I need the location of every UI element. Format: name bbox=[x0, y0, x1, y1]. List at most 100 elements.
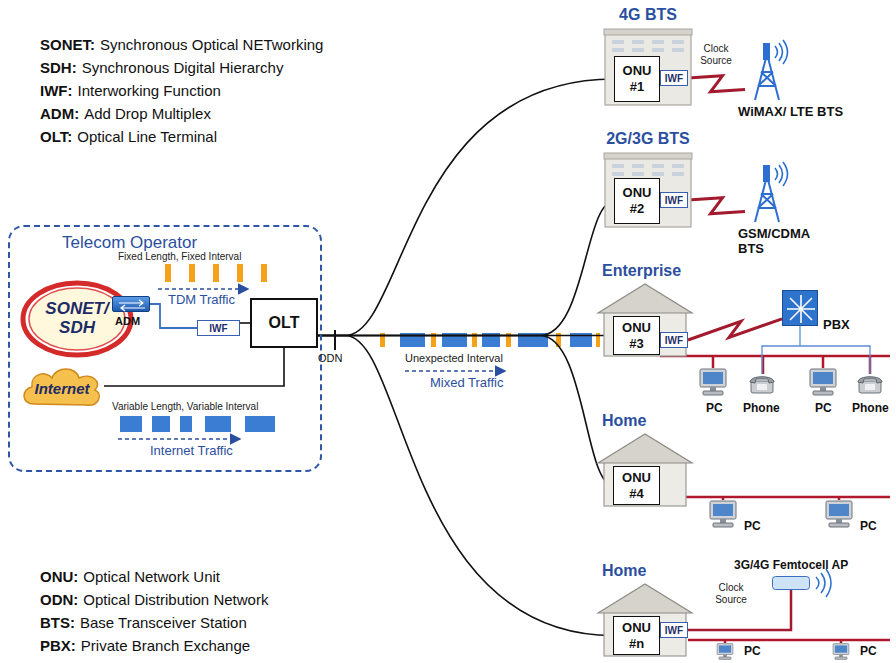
tdm-pulses bbox=[165, 264, 171, 282]
abbreviation-term: SONET: bbox=[40, 36, 95, 53]
internet-cloud: Internet bbox=[20, 364, 104, 408]
internet-packets bbox=[205, 416, 231, 432]
abbreviation-meaning: Private Branch Exchange bbox=[81, 637, 250, 654]
internet-packets bbox=[152, 416, 170, 432]
shape-part bbox=[773, 577, 810, 590]
node-text: IWF bbox=[665, 195, 683, 206]
abbreviation-term: ADM: bbox=[40, 105, 79, 122]
antenna-label: WiMAX/ LTE BTS bbox=[738, 105, 868, 120]
shape-part bbox=[672, 40, 684, 44]
iwf-box: IWF bbox=[660, 192, 688, 208]
bts-antenna: GSM/CDMA BTS bbox=[745, 162, 791, 224]
abbreviation-row: SONET: Synchronous Optical NETworking bbox=[40, 36, 323, 53]
abbreviation-term: BTS: bbox=[40, 614, 75, 631]
node-text: SONET/ SDH bbox=[40, 300, 114, 337]
node-text: ONU #n bbox=[619, 620, 655, 651]
annotation: Fixed Length, Fixed Interval bbox=[118, 251, 241, 263]
abbreviation-row: ADM: Add Drop Multiplex bbox=[40, 105, 211, 122]
pbx-wire bbox=[762, 326, 870, 374]
tdm-pulses bbox=[261, 264, 267, 282]
abbreviation-row: SDH:Synchronous Digital Hierarchy bbox=[40, 59, 283, 76]
device-label: PC bbox=[815, 402, 832, 416]
flow-arrow bbox=[158, 288, 248, 290]
pbx-outline bbox=[783, 291, 819, 327]
node-text: ONU #1 bbox=[619, 63, 655, 94]
shape-part bbox=[612, 48, 624, 52]
fiber-link bbox=[318, 79, 614, 336]
abbreviation-meaning: Optical Line Terminal bbox=[77, 128, 217, 145]
device-label: PC bbox=[744, 645, 761, 659]
shape-part bbox=[119, 300, 145, 311]
shape-part bbox=[755, 54, 779, 100]
shape-part bbox=[672, 164, 684, 168]
pbx-wire bbox=[762, 326, 870, 374]
tdm-pulses bbox=[237, 264, 243, 282]
tdm-pulses bbox=[165, 264, 267, 282]
onu-box: ONU #2 bbox=[614, 178, 660, 224]
shape-part bbox=[775, 40, 788, 64]
annotation: Variable Length, Variable Interval bbox=[112, 401, 258, 413]
iwf-box: IWF bbox=[660, 622, 688, 638]
link-line bbox=[150, 304, 197, 328]
lan-bus bbox=[660, 356, 890, 643]
fiber-link bbox=[318, 336, 613, 486]
shape-part bbox=[755, 176, 779, 222]
abbreviation-row: IWF:Interworking Function bbox=[40, 82, 221, 99]
shape-part bbox=[672, 172, 684, 176]
internet-packets bbox=[180, 416, 192, 432]
device-label: PC bbox=[744, 520, 761, 534]
device-label: Phone bbox=[852, 402, 889, 416]
shape-part bbox=[604, 153, 692, 159]
abbreviation-meaning: Add Drop Multiplex bbox=[84, 105, 211, 122]
ant-outline bbox=[745, 162, 791, 224]
femto-outline bbox=[772, 576, 810, 590]
home-house: HomeONU #4 bbox=[598, 432, 692, 507]
antenna-label: GSM/CDMA BTS bbox=[738, 227, 822, 257]
shape-part bbox=[787, 295, 815, 323]
pbx-switch: PBX bbox=[782, 290, 818, 326]
phone-icon bbox=[858, 377, 882, 393]
shape-part bbox=[598, 434, 692, 463]
pc-icon bbox=[700, 369, 852, 659]
shape-part bbox=[604, 460, 686, 506]
shape-part bbox=[672, 48, 684, 52]
shape-part bbox=[652, 48, 664, 52]
region-title: Telecom Operator bbox=[62, 233, 197, 253]
device-label: ADM bbox=[115, 315, 140, 327]
operator-region: Telecom OperatorSONET/ SDHADMIWFOLTInter… bbox=[8, 225, 322, 472]
device-label: PC bbox=[706, 402, 723, 416]
abbreviation-meaning: Optical Distribution Network bbox=[83, 591, 268, 608]
shape-part bbox=[29, 288, 125, 350]
abbreviation-row: BTS: Base Transceiver Station bbox=[40, 614, 247, 631]
lan-bus bbox=[660, 497, 890, 500]
odn-splitter-tick bbox=[334, 330, 336, 350]
bts-antenna: WiMAX/ LTE BTS bbox=[745, 40, 791, 102]
site-heading: Enterprise bbox=[602, 262, 681, 280]
pc-icon bbox=[826, 501, 852, 527]
abbreviation-meaning: Synchronous Optical NETworking bbox=[100, 36, 323, 53]
fiber-link bbox=[318, 201, 614, 336]
node-text: IWF bbox=[665, 335, 683, 346]
shape-part bbox=[612, 40, 624, 44]
phone-icon bbox=[750, 377, 882, 393]
shape-part bbox=[652, 164, 664, 168]
site-heading: 2G/3G BTS bbox=[584, 130, 712, 148]
shape-part bbox=[612, 164, 624, 168]
bts-building: 4G BTSONU #1IWF bbox=[604, 28, 692, 106]
shape-part bbox=[23, 283, 131, 355]
abbreviation-term: ODN: bbox=[40, 591, 78, 608]
shape-part bbox=[604, 610, 686, 656]
shape-part bbox=[632, 164, 644, 168]
internet-packets bbox=[120, 416, 142, 432]
pc-icon bbox=[700, 369, 726, 395]
abbreviation-meaning: Synchronous Digital Hierarchy bbox=[82, 59, 284, 76]
tdm-pulses bbox=[213, 264, 219, 282]
abbreviation-meaning: Base Transceiver Station bbox=[80, 614, 247, 631]
abbreviation-meaning: Optical Network Unit bbox=[83, 568, 220, 585]
annotation: Mixed Traffic bbox=[430, 376, 503, 391]
abbreviation-row: ODN: Optical Distribution Network bbox=[40, 591, 268, 608]
annotation: ODN bbox=[318, 352, 342, 365]
shape-part bbox=[652, 172, 664, 176]
lan-bus bbox=[660, 356, 890, 374]
